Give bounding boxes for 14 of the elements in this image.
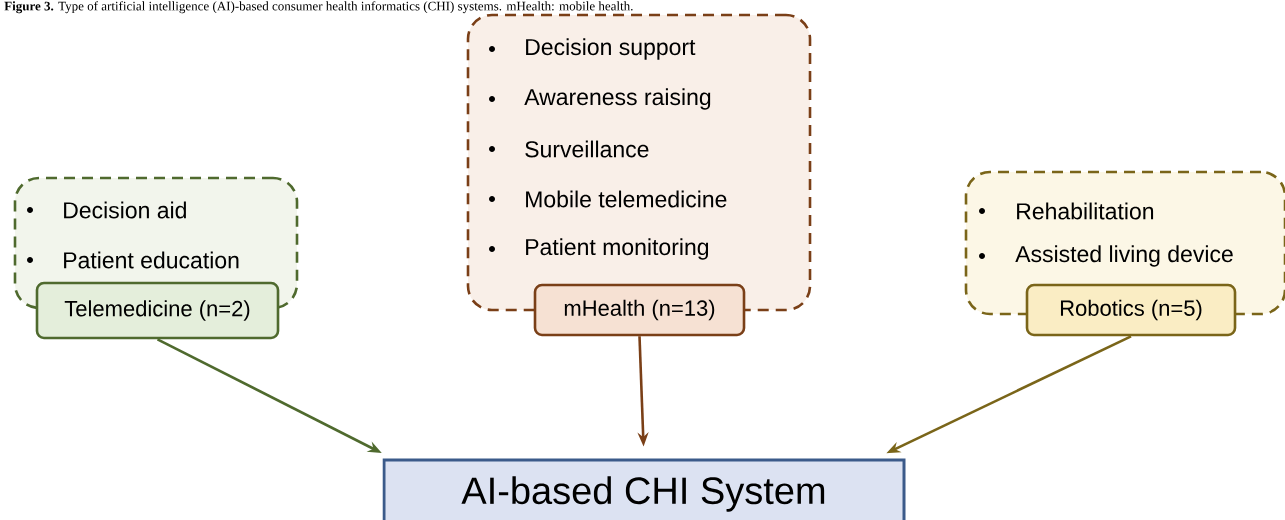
list-item: Mobile telemedicine (489, 190, 727, 208)
list-item: Decision support (489, 38, 696, 60)
list-item: Patient monitoring (489, 238, 709, 260)
list-item: Awareness raising (489, 88, 711, 110)
list-item: Rehabilitation (979, 202, 1154, 220)
list-item: Decision aid (27, 201, 186, 219)
category-box: Telemedicine (n=2) (35, 281, 280, 340)
category-box: Robotics (n=5) (1025, 283, 1237, 337)
list-item: Surveillance (489, 140, 649, 158)
list-item: Assisted living device (979, 245, 1233, 267)
figure-caption: Figure 3. Type of artificial intelligence (AI)-based consumer health informatics (CHI) systems. mHealth: mobile health. (4, 1, 633, 14)
system-box: AI-based CHI System (382, 458, 906, 520)
category-box: mHealth (n=13) (533, 283, 746, 337)
list-item: Patient education (27, 251, 239, 269)
